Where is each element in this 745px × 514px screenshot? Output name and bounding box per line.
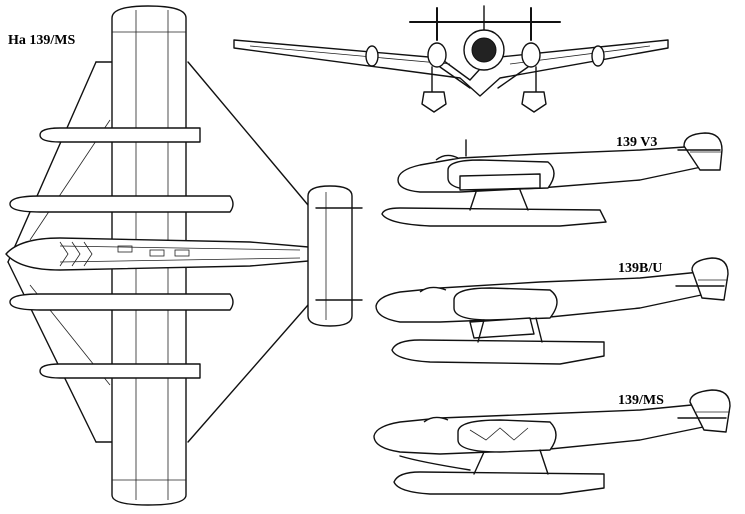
side-view-bu (375, 257, 729, 365)
label-bu: 139B/U (618, 261, 662, 276)
label-v3: 139 V3 (616, 135, 657, 150)
v3-float (381, 207, 607, 227)
side-view-ms (373, 389, 731, 495)
label-top-view: Ha 139/MS (8, 33, 75, 48)
tail-plane (307, 185, 353, 327)
side-view-v3 (381, 132, 723, 227)
top-view (5, 5, 363, 506)
wing-bracing-struts (7, 61, 309, 443)
front-wing (233, 39, 669, 97)
label-ms: 139/MS (618, 393, 664, 408)
engine-nacelles (9, 127, 234, 379)
front-view (233, 5, 669, 113)
ms-float (393, 471, 605, 495)
bu-float (391, 339, 605, 365)
fuselage-top (5, 237, 326, 271)
